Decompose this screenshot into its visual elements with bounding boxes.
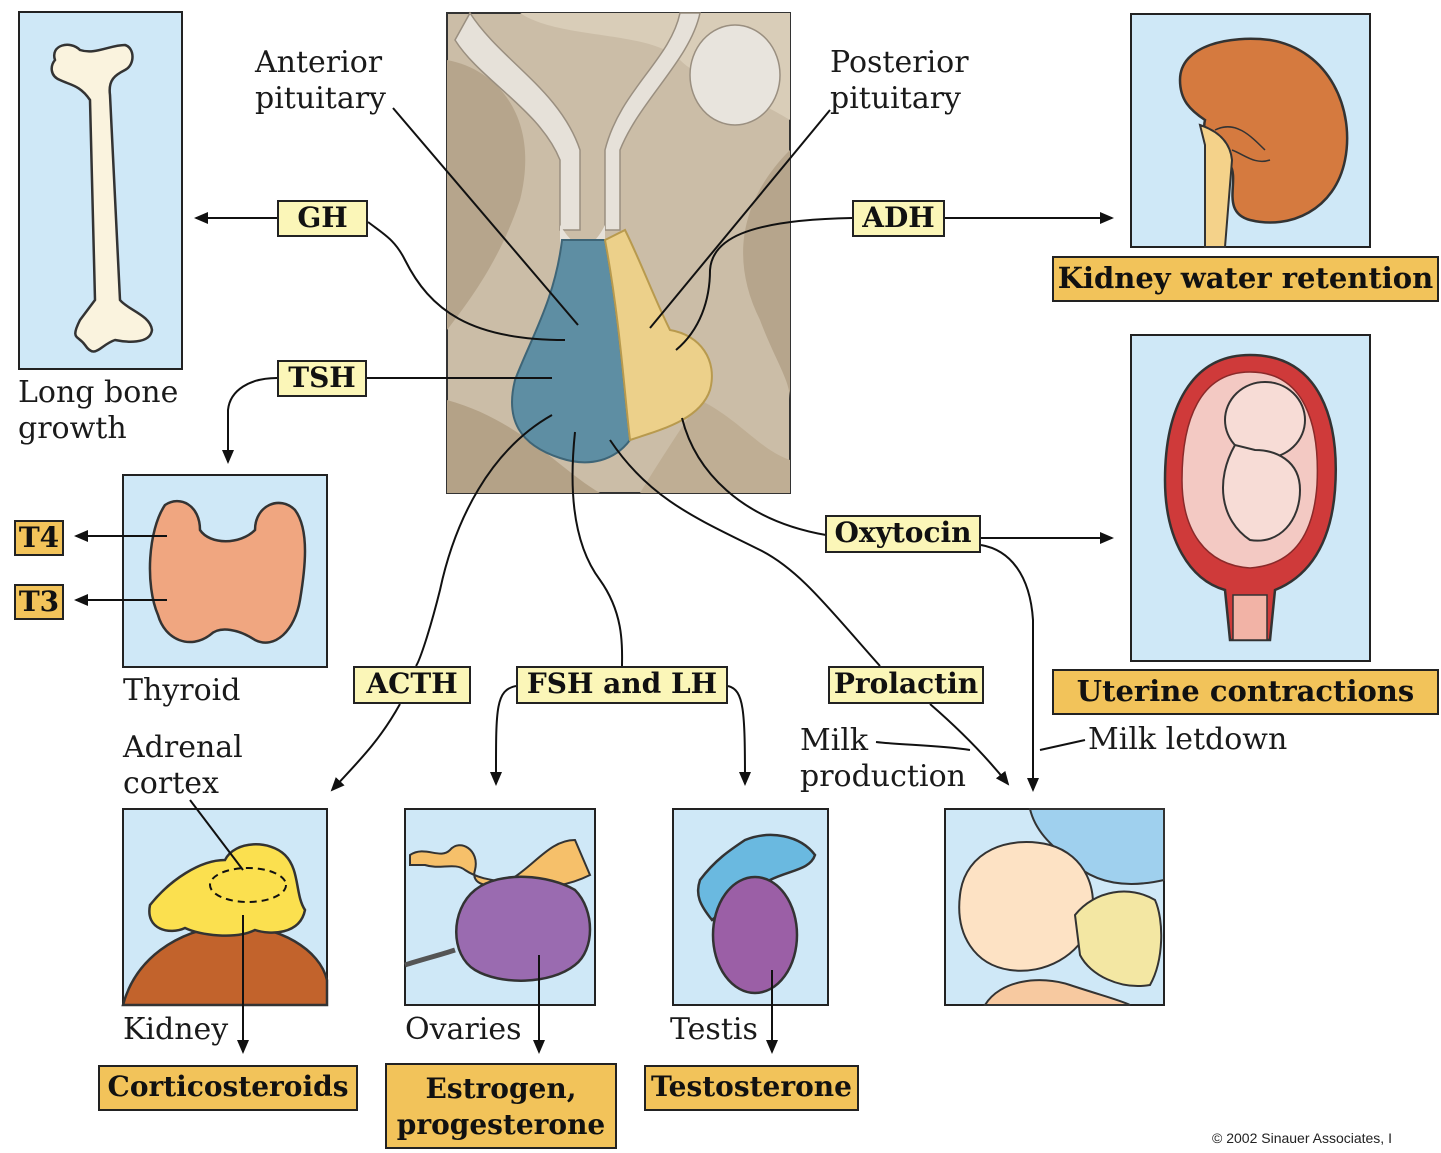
effect-corticosteroids: Corticosteroids: [98, 1065, 358, 1111]
testis-icon: [713, 877, 797, 993]
hormone-prolactin: Prolactin: [828, 666, 984, 704]
uterus-panel: [1131, 335, 1370, 661]
testis-panel: [673, 809, 828, 1005]
effect-t4: T4: [14, 520, 64, 556]
hormone-oxytocin: Oxytocin: [825, 515, 981, 553]
thyroid-label: Thyroid: [123, 673, 240, 709]
effect-t3: T3: [14, 584, 64, 620]
effect-testosterone: Testosterone: [644, 1065, 859, 1111]
hormone-fsh-lh: FSH and LH: [516, 666, 728, 704]
posterior-pituitary-label: Posterior pituitary: [830, 45, 969, 117]
hormone-gh: GH: [277, 200, 368, 237]
infant-icon: [959, 842, 1093, 971]
milk-letdown-label: Milk letdown: [1088, 722, 1287, 758]
kidney-label: Kidney: [123, 1012, 228, 1048]
testis-label: Testis: [670, 1012, 758, 1048]
ovary-icon: [456, 877, 590, 981]
kidney-panel: [1131, 14, 1370, 247]
milk-production-label: Milk production: [800, 723, 966, 795]
adrenal-panel: [123, 800, 327, 1005]
hormone-acth: ACTH: [353, 666, 471, 704]
hormone-tsh: TSH: [277, 360, 367, 397]
adrenal-cortex-label: Adrenal cortex: [123, 730, 243, 802]
effect-kidney-water-retention: Kidney water retention: [1052, 256, 1439, 302]
ovaries-label: Ovaries: [405, 1012, 522, 1048]
hormone-adh: ADH: [852, 200, 945, 237]
ovary-panel: [405, 809, 595, 1005]
effect-estrogen-progesterone: Estrogen, progesterone: [385, 1063, 617, 1149]
bone-panel: [19, 12, 182, 369]
effect-uterine-contractions: Uterine contractions: [1052, 669, 1439, 715]
anterior-pituitary-label: Anterior pituitary: [255, 45, 386, 117]
breastfeeding-panel: [945, 809, 1164, 1005]
thyroid-panel: [123, 475, 327, 667]
long-bone-growth-label: Long bone growth: [18, 375, 178, 447]
copyright-notice: © 2002 Sinauer Associates, I: [1212, 1130, 1392, 1146]
